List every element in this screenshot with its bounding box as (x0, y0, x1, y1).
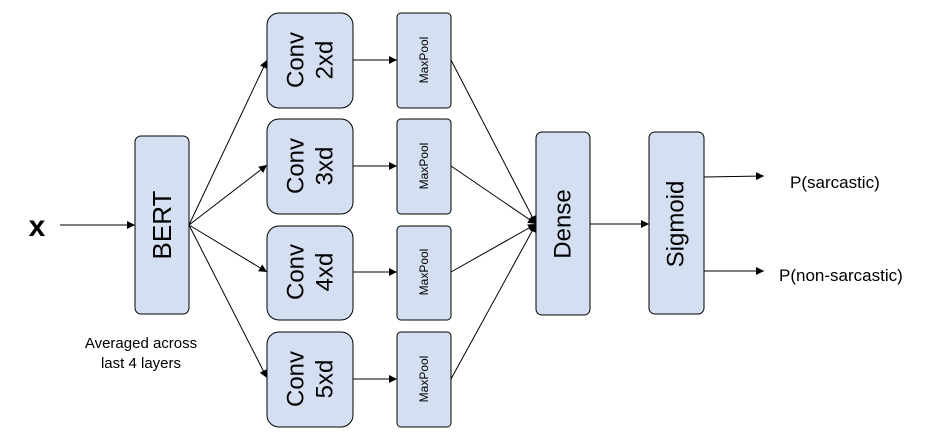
conv-label: Conv (283, 351, 310, 407)
edge-maxpool1-dense (450, 59, 537, 225)
dense-label: Dense (550, 189, 577, 258)
edge-maxpool3-dense (450, 223, 537, 273)
dense-node: Dense (535, 131, 591, 316)
output-sarcastic-label: P(sarcastic) (790, 173, 880, 192)
maxpool-node-1: MaxPool (396, 12, 452, 109)
edge-maxpool4-dense (450, 223, 537, 380)
conv-kernel-label: 2xd (312, 41, 339, 80)
conv-kernel-label: 5xd (312, 360, 339, 399)
sigmoid-label: Sigmoid (663, 181, 690, 268)
conv-label: Conv (283, 32, 310, 88)
conv-kernel-label: 3xd (312, 147, 339, 186)
conv-label: Conv (283, 244, 310, 300)
sigmoid-node: Sigmoid (648, 131, 705, 315)
conv-node-5xd: Conv 5xd (266, 331, 354, 428)
maxpool-node-3: MaxPool (396, 225, 452, 321)
bert-note-line2: last 4 layers (101, 355, 181, 372)
output-non-sarcastic-label: P(non-sarcastic) (779, 266, 903, 285)
conv-label: Conv (283, 138, 310, 194)
input-x-label: x (29, 210, 46, 243)
maxpool-node-2: MaxPool (396, 118, 452, 215)
bert-note-line1: Averaged across (85, 335, 197, 352)
conv-node-2xd: Conv 2xd (266, 12, 354, 109)
edge-maxpool2-dense (450, 165, 537, 225)
bert-node: BERT (134, 135, 190, 315)
bert-label: BERT (147, 190, 177, 259)
maxpool-label: MaxPool (417, 249, 431, 296)
edge-bert-conv4 (188, 224, 268, 273)
maxpool-label: MaxPool (417, 356, 431, 403)
edge-bert-conv2 (188, 59, 268, 226)
conv-kernel-label: 4xd (312, 253, 339, 292)
conv-node-3xd: Conv 3xd (266, 118, 354, 215)
edge-bert-conv3 (188, 164, 268, 226)
edge-sigmoid-sarcastic (703, 172, 765, 181)
maxpool-node-4: MaxPool (396, 331, 452, 428)
conv-node-4xd: Conv 4xd (266, 225, 354, 321)
edges (60, 56, 765, 383)
maxpool-label: MaxPool (417, 37, 431, 84)
edge-bert-conv5 (188, 224, 268, 379)
maxpool-label: MaxPool (417, 143, 431, 190)
